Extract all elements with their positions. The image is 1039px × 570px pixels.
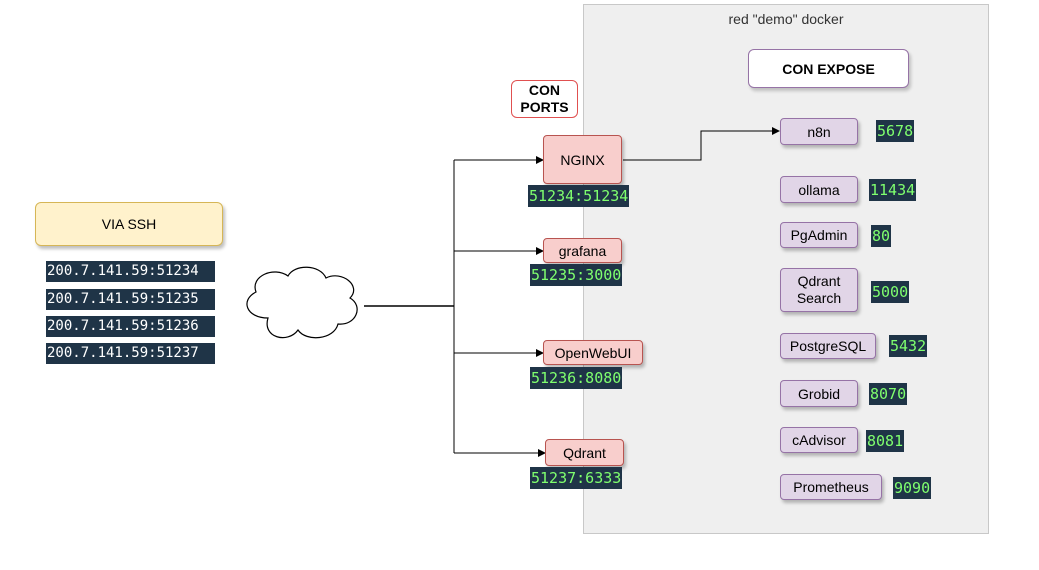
ssh-address: 200.7.141.59:51234: [46, 261, 215, 282]
via-ssh-label: VIA SSH: [101, 216, 157, 232]
exposed-grobid[interactable]: Grobid: [780, 380, 858, 407]
service-nginx-ports: 51234:51234: [528, 185, 630, 207]
exposed-ollama-label: ollama: [798, 181, 840, 198]
exposed-postgresql-label: PostgreSQL: [789, 338, 867, 354]
ssh-address: 200.7.141.59:51236: [46, 316, 215, 337]
exposed-cadvisor-port: 8081: [866, 430, 905, 452]
cloud-icon: [246, 266, 358, 339]
exposed-qdrant-search-port: 5000: [871, 281, 910, 303]
exposed-pgadmin-port: 80: [871, 225, 892, 247]
service-openwebui-ports: 51236:8080: [530, 367, 623, 389]
service-qdrant[interactable]: Qdrant: [545, 439, 624, 466]
service-nginx[interactable]: NGINX: [543, 135, 622, 184]
exposed-n8n-port: 5678: [876, 120, 915, 142]
exposed-qdrant-search-label: Qdrant Search: [796, 273, 842, 306]
exposed-prometheus-port: 9090: [893, 477, 932, 499]
via-ssh-box[interactable]: VIA SSH: [35, 202, 223, 246]
service-grafana-ports: 51235:3000: [530, 264, 623, 286]
exposed-prometheus-label: Prometheus: [793, 479, 869, 495]
exposed-cadvisor[interactable]: cAdvisor: [780, 427, 858, 453]
exposed-postgresql[interactable]: PostgreSQL: [780, 333, 876, 359]
con-ports-text: CON PORTS: [520, 82, 569, 115]
service-grafana-label: grafana: [558, 242, 607, 259]
exposed-qdrant-search[interactable]: Qdrant Search: [780, 268, 858, 312]
exposed-pgadmin-label: PgAdmin: [790, 227, 848, 243]
exposed-n8n-label: n8n: [807, 123, 831, 140]
con-expose-text: CON EXPOSE: [782, 60, 875, 77]
service-grafana[interactable]: grafana: [543, 238, 622, 263]
ssh-address: 200.7.141.59:51235: [46, 289, 215, 310]
exposed-postgresql-port: 5432: [889, 335, 928, 357]
exposed-ollama-port: 11434: [869, 179, 917, 201]
service-nginx-label: NGINX: [560, 151, 605, 168]
con-expose-label: CON EXPOSE: [748, 49, 909, 88]
exposed-pgadmin[interactable]: PgAdmin: [780, 222, 858, 248]
nginx-to-n8n: [623, 127, 780, 161]
exposed-n8n[interactable]: n8n: [780, 118, 858, 145]
service-openwebui[interactable]: OpenWebUI: [543, 340, 643, 365]
con-ports-label: CON PORTS: [511, 80, 578, 118]
exposed-grobid-port: 8070: [869, 383, 908, 405]
service-qdrant-ports: 51237:6333: [530, 467, 623, 489]
exposed-prometheus[interactable]: Prometheus: [780, 474, 882, 500]
service-openwebui-label: OpenWebUI: [554, 344, 632, 361]
exposed-grobid-label: Grobid: [797, 385, 841, 402]
service-qdrant-label: Qdrant: [563, 444, 606, 461]
group-title: red "demo" docker: [728, 11, 844, 27]
ssh-address: 200.7.141.59:51237: [46, 343, 215, 364]
exposed-ollama[interactable]: ollama: [780, 176, 858, 203]
exposed-cadvisor-label: cAdvisor: [792, 432, 846, 448]
